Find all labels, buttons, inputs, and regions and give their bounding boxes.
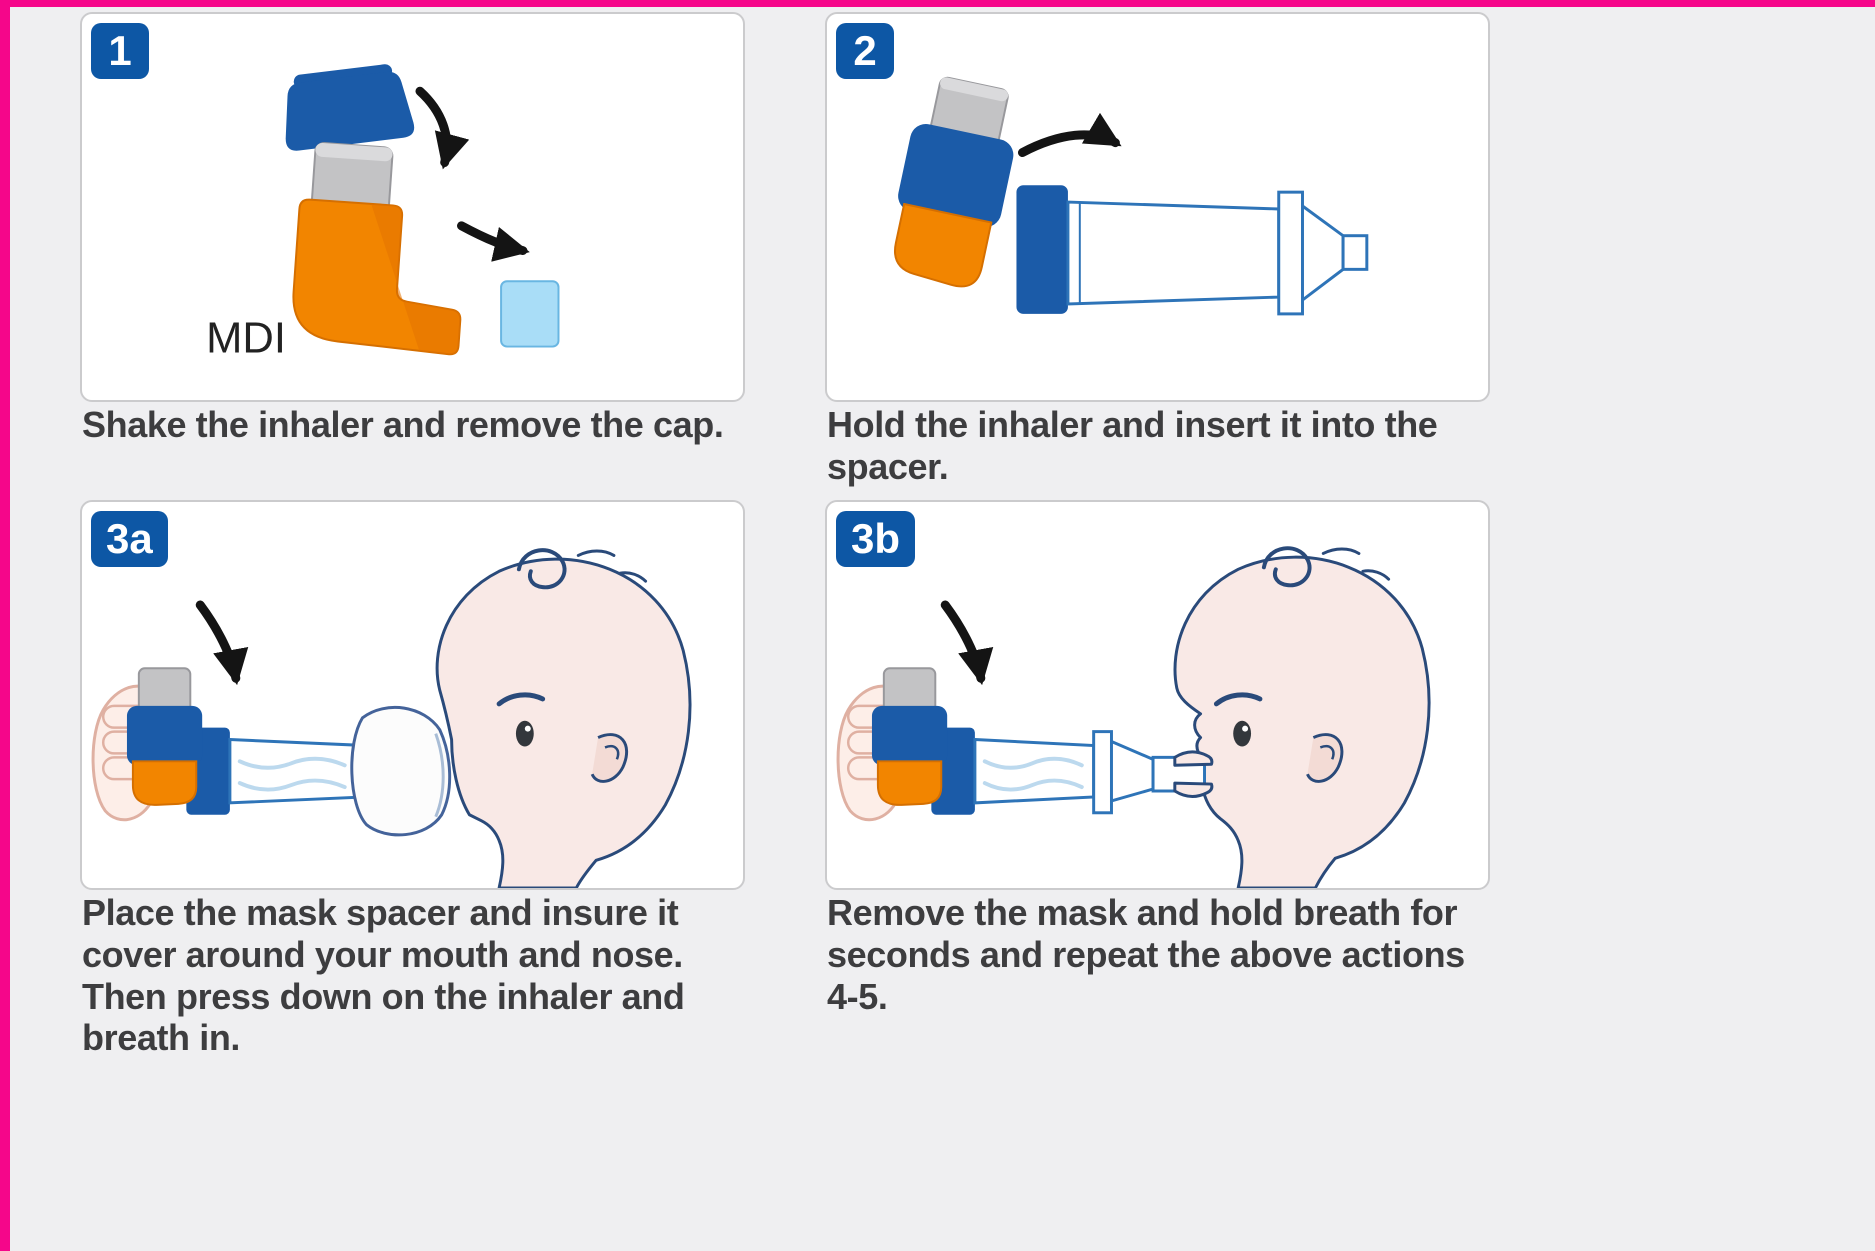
panel-step-3a: 3a bbox=[80, 500, 745, 890]
step1-illustration: MDI bbox=[206, 64, 560, 362]
mist-icon bbox=[237, 756, 347, 770]
panel-step-3b: 3b bbox=[825, 500, 1490, 890]
ear-icon bbox=[1306, 733, 1344, 783]
eye-icon bbox=[1233, 720, 1252, 747]
arrow-down-icon bbox=[415, 86, 470, 170]
hair-curl-icon bbox=[1261, 546, 1312, 588]
step-3a-badge: 3a bbox=[91, 511, 168, 567]
lips-icon bbox=[1173, 750, 1214, 798]
mist-icon bbox=[982, 756, 1084, 770]
mist-icon bbox=[982, 778, 1084, 792]
arrow-down-icon bbox=[195, 600, 249, 686]
baby-head-icon bbox=[1173, 546, 1431, 888]
top-accent-bar bbox=[0, 0, 1875, 7]
mdi-inhaler-icon bbox=[126, 667, 203, 806]
eye-icon bbox=[515, 720, 534, 747]
removed-cap-icon bbox=[500, 280, 560, 348]
step-3a-caption: Place the mask spacer and insure it cove… bbox=[82, 892, 685, 1059]
baby-head-icon bbox=[435, 548, 692, 888]
step2-illustration bbox=[894, 76, 1369, 316]
step-2-caption: Hold the inhaler and insert it into the … bbox=[827, 404, 1438, 487]
spacer-icon bbox=[186, 727, 366, 815]
eyebrow-icon bbox=[1213, 692, 1263, 707]
mdi-label: MDI bbox=[206, 314, 286, 362]
step-3b-badge: 3b bbox=[836, 511, 916, 567]
arrow-right-icon bbox=[457, 221, 530, 262]
mdi-inhaler-icon bbox=[292, 142, 462, 356]
ear-icon bbox=[590, 733, 629, 783]
spacer-icon bbox=[931, 727, 1206, 815]
mdi-inhaler-icon bbox=[871, 667, 948, 806]
step-1-caption: Shake the inhaler and remove the cap. bbox=[82, 404, 724, 445]
step3b-illustration bbox=[836, 546, 1431, 888]
left-accent-bar bbox=[0, 0, 10, 1251]
mist-icon bbox=[237, 778, 347, 792]
step-3b-caption: Remove the mask and hold breath for seco… bbox=[827, 892, 1465, 1017]
step-1-badge: 1 bbox=[91, 23, 149, 79]
arrow-down-icon bbox=[940, 600, 994, 686]
mdi-inhaler-icon bbox=[894, 76, 1014, 288]
panel-step-1: 1 MDI bbox=[80, 12, 745, 402]
hair-curl-icon bbox=[516, 548, 567, 590]
step3a-illustration bbox=[91, 548, 692, 888]
mask-icon bbox=[350, 705, 452, 837]
step-2-badge: 2 bbox=[836, 23, 894, 79]
inhaler-cap-icon bbox=[285, 64, 415, 151]
arrow-right-icon bbox=[1017, 112, 1122, 158]
panel-step-2: 2 bbox=[825, 12, 1490, 402]
eyebrow-icon bbox=[496, 692, 546, 707]
spacer-icon bbox=[1016, 185, 1369, 316]
